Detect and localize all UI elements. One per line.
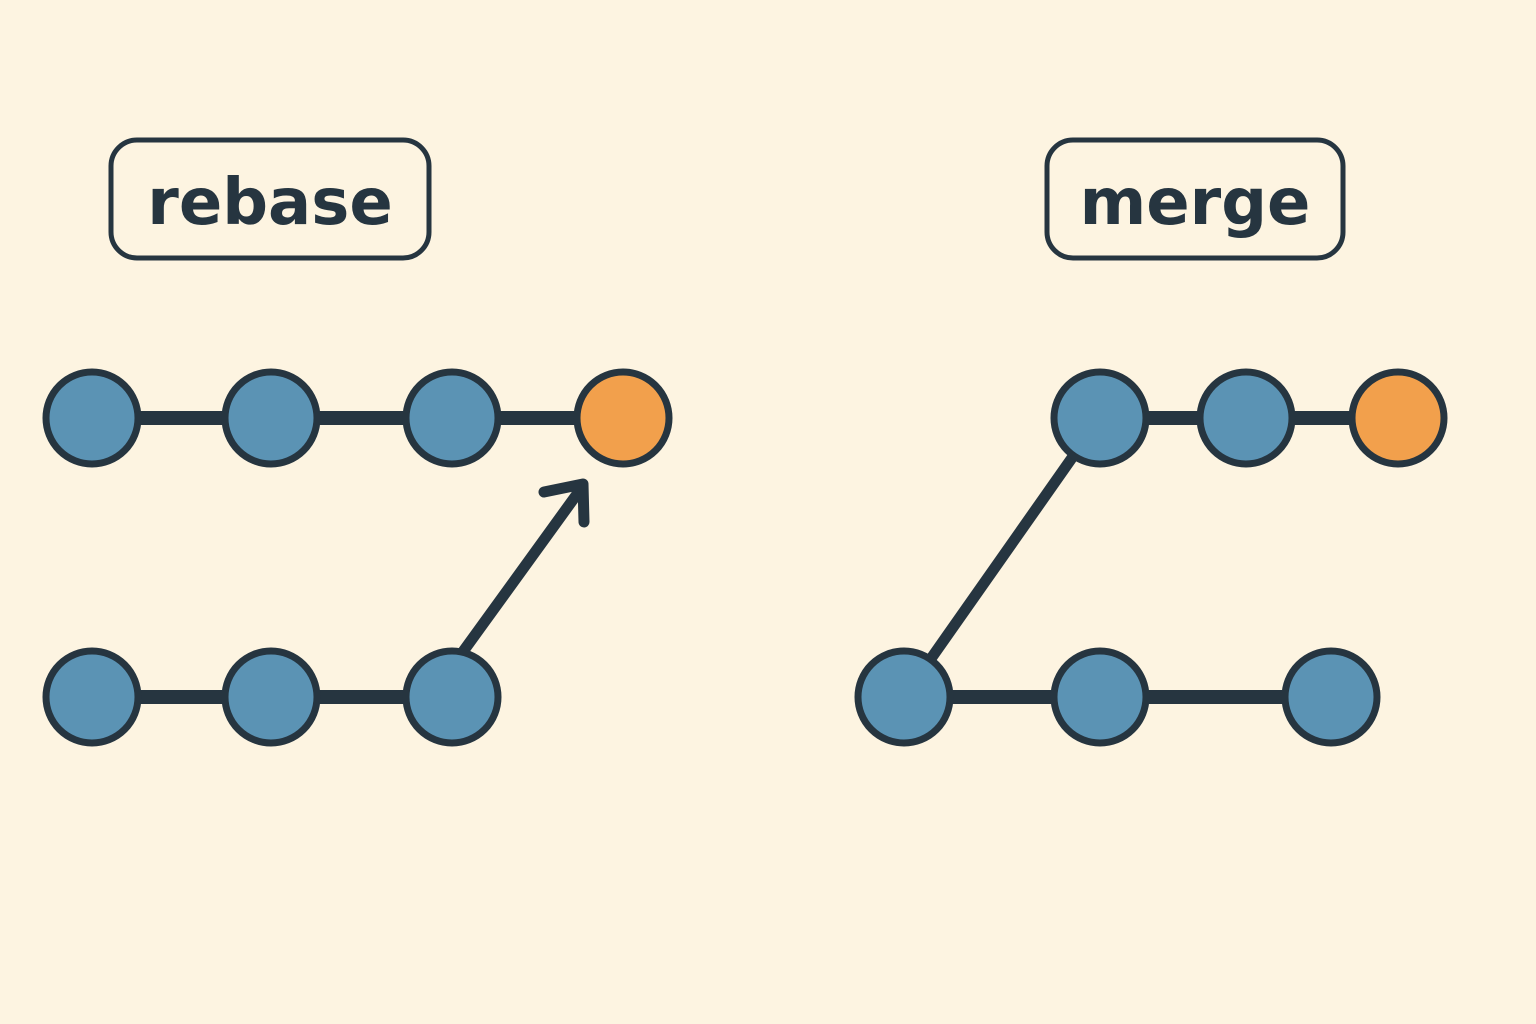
merge-label: merge <box>1044 137 1346 261</box>
merge-top-commit <box>1050 368 1150 468</box>
merge-highlight-commit <box>1348 368 1448 468</box>
rebase-diagram <box>42 368 673 747</box>
merge-branch-connector <box>899 414 1105 701</box>
rebase-arrow <box>456 478 590 659</box>
rebase-label-box <box>108 137 432 261</box>
rebase-top-commit <box>42 368 142 468</box>
merge-bottom-commit <box>854 647 954 747</box>
rebase-bottom-commit <box>42 647 142 747</box>
rebase-highlight-commit <box>573 368 673 468</box>
merge-top-commit <box>1196 368 1296 468</box>
rebase-bottom-commit <box>221 647 321 747</box>
rebase-arrowhead <box>538 478 590 528</box>
merge-diagram <box>854 368 1448 747</box>
merge-label-text: merge <box>1080 166 1311 240</box>
merge-bottom-commit <box>1281 647 1381 747</box>
merge-label-box <box>1044 137 1346 261</box>
rebase-label: rebase <box>108 137 432 261</box>
rebase-label-text: rebase <box>147 166 392 240</box>
merge-bottom-commit <box>1050 647 1150 747</box>
rebase-top-commit <box>402 368 502 468</box>
rebase-bottom-commit <box>402 647 502 747</box>
rebase-top-commit <box>221 368 321 468</box>
rebase-arrow-shaft <box>456 484 586 659</box>
